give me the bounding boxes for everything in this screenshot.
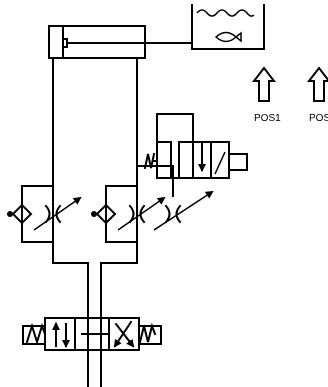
throttle-valve-right [153,190,214,231]
flow-control-valve-middle [91,185,166,243]
flow-control-valve-left [7,185,82,243]
cylinder-line-a [52,57,89,319]
pos2-label: POS2 [309,113,328,124]
check-valve-middle [91,203,117,225]
spring-symbol [143,152,156,170]
hydraulic-cylinder [48,25,193,59]
pos1-label: POS1 [254,113,281,124]
solenoid-valve-3-2 [143,113,248,179]
left-spring-symbol [25,322,47,346]
directional-control-valve-4-3 [22,317,162,351]
load-tank [191,4,265,50]
check-valve-left [7,203,33,225]
pos1-indicator-arrow [251,66,277,102]
cylinder-line-b [100,57,138,319]
right-spring-symbol [138,322,157,344]
pos2-indicator-arrow [306,66,328,102]
fish-icon [214,31,242,43]
